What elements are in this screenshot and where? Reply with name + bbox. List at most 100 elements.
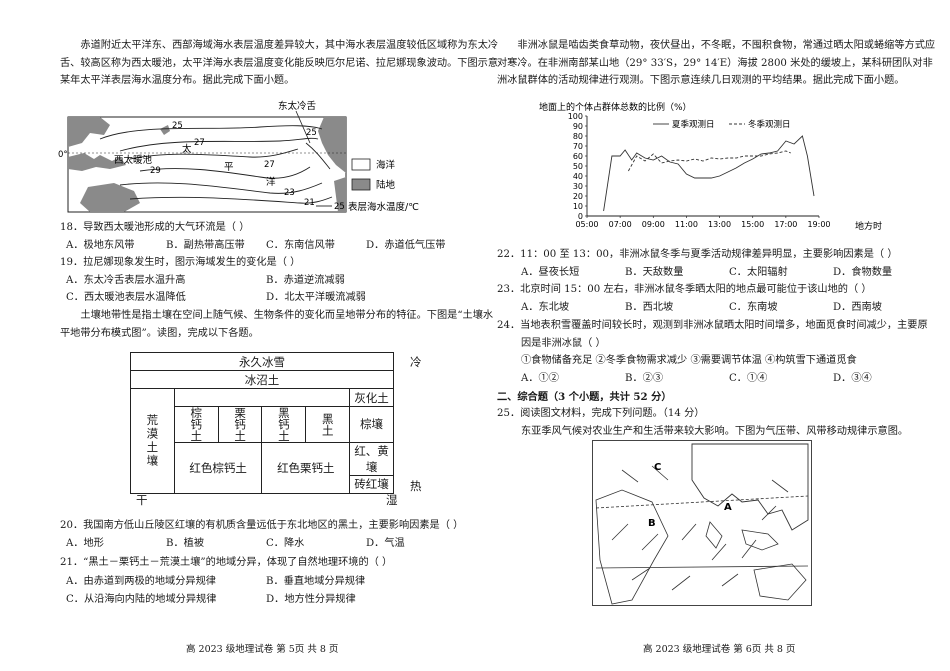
q20-option-d[interactable]: D．气温 [366,538,405,549]
map-label-b: B [648,518,656,529]
q23-option-b[interactable]: B．西北坡 [625,302,674,313]
axis-label-dry: 干 [136,493,148,507]
chart-series-summer [603,135,815,212]
question-21-options-row2: C．从沿海向内陆的地域分异规律 D．地方性分异规律 [66,592,466,608]
soil-black: 黑土 [305,406,351,443]
svg-text:0°: 0° [58,150,68,160]
q21-option-d[interactable]: D．地方性分异规律 [266,594,356,605]
page-footer-left: 高 2023 级地理试卷 第 5页 共 8 页 [186,644,339,655]
q22-option-a[interactable]: A．昼夜长短 [521,267,580,278]
intro-paragraph-1: 赤道附近太平洋东、西部海域海水表层温度差异较大，其中海水表层温度较低区域称为东太… [60,40,499,86]
question-24-options: A．①② B．②③ C．①④ D．③④ [521,371,937,387]
q20-option-b[interactable]: B．植被 [166,538,205,549]
q20-option-a[interactable]: A．地形 [66,538,104,549]
q18-option-c[interactable]: C．东南信风带 [266,240,335,251]
legend-land-label: 陆地 [376,179,396,191]
chart-xtick-label: 11:00 [675,220,698,229]
question-18: 18．导致西太暖池形成的大气环流是（ ） [60,222,250,233]
legend-ocean-label: 海洋 [376,159,396,171]
axis-label-hot: 热 [410,479,422,493]
legend-ocean-swatch [351,158,371,171]
chart-xtick-label: 09:00 [642,220,665,229]
soil-desert: 荒漠土壤 [130,388,175,494]
chart-xtick-label: 17:00 [774,220,797,229]
legend-land-swatch [351,178,371,191]
chart-ytick-label: 50 [573,162,583,171]
label-east-cold-tongue: 东太冷舌 [278,100,317,112]
q19-option-c[interactable]: C．西太暖池表层水温降低 [66,292,186,303]
question-25: 25．阅读图文材料，完成下列问题。（14 分） [497,408,705,419]
svg-text:平: 平 [224,162,234,173]
soil-tundra: 冰沼土 [130,370,394,389]
question-23: 23．北京时间 15：00 左右，非洲冰鼠冬季晒太阳的地点最可能位于该山地的（ … [497,284,872,295]
chart-series-winter [628,150,791,172]
ice-rat-activity-chart: 地面上的个体占群体总数的比例（%） 0102030405060708090100… [539,101,882,232]
question-24-line1: 24．当地表积雪覆盖时间较长时，观测到非洲冰鼠晒太阳时间增多，地面觅食时间减少，… [497,320,928,331]
intro-paragraph-2: 土壤地带性是指土壤在空间上随气候、生物条件的变化而呈地带分布的特征。下图是“土壤… [60,310,494,339]
soil-brown-calcic: 棕钙土 [173,406,219,443]
q19-option-a[interactable]: A．东太冷舌表层水温升高 [66,275,186,286]
chart-ytick-label: 30 [573,182,583,191]
question-23-options: A．东北坡 B．西北坡 C．东南坡 D．西南坡 [521,300,937,316]
chart-ytick-label: 90 [573,122,583,131]
q19-option-b[interactable]: B．赤道逆流减弱 [266,275,345,286]
pressure-wind-belt-map: C A B [592,440,812,606]
q24-option-c[interactable]: C．①④ [729,373,768,384]
q18-option-a[interactable]: A．极地东风带 [66,240,135,251]
q23-option-c[interactable]: C．东南坡 [729,302,778,313]
svg-text:23: 23 [284,188,295,198]
q19-option-d[interactable]: D．北太平洋暖流减弱 [266,292,366,303]
question-19-options-row1: A．东太冷舌表层水温升高 B．赤道逆流减弱 [66,273,466,289]
chart-legend-label: 冬季观测日 [748,119,791,130]
legend-isotherm-label: 表层海水温度/℃ [348,201,419,213]
question-20: 20．我国南方低山丘陵区红壤的有机质含量远低于东北地区的黑土，主要影响因素是（ … [60,520,464,531]
svg-text:21: 21 [304,198,315,208]
page-footer-right: 高 2023 级地理试卷 第 6页 共 8 页 [643,644,796,655]
soil-chestnut: 栗钙土 [217,406,263,443]
soil-black-calcic: 黑钙土 [261,406,307,443]
q22-option-b[interactable]: B．天敌数量 [625,267,684,278]
svg-text:29: 29 [150,166,161,176]
question-24-line2: 因是非洲冰鼠（ ） [521,338,606,349]
chart-ytick-label: 40 [573,172,583,181]
left-page: 赤道附近太平洋东、西部海域海水表层温度差异较大，其中海水表层温度较低区域称为东太… [58,0,500,671]
q18-option-b[interactable]: B．副热带高压带 [166,240,245,251]
q22-option-d[interactable]: D．食物数量 [833,267,893,278]
q24-option-b[interactable]: B．②③ [625,373,664,384]
question-24-items: ①食物储备充足 ②冬季食物需求减少 ③需要调节体温 ④构筑雪下通道觅食 [521,355,857,366]
q23-option-d[interactable]: D．西南坡 [833,302,882,313]
question-21: 21．“黑土－栗钙土－荒漠土壤”的地域分异，体现了自然地理环境的（ ） [60,557,393,568]
soil-brown-earth: 棕壤 [349,406,394,443]
axis-label-cold: 冷 [410,355,422,369]
chart-ytick-label: 60 [573,152,583,161]
chart-ylabel: 地面上的个体占群体总数的比例（%） [539,101,692,113]
q23-option-a[interactable]: A．东北坡 [521,302,570,313]
soil-grey-forest: 灰化土 [349,388,394,407]
chart-xlabel: 地方时 [855,220,882,232]
chart-xtick-label: 07:00 [609,220,632,229]
question-19-options-row2: C．西太暖池表层水温降低 D．北太平洋暖流减弱 [66,290,466,306]
chart-ytick-label: 100 [568,112,583,121]
svg-text:25: 25 [172,121,183,131]
pacific-sst-map: 东太冷舌 西太暖池 太 平 洋 0° 25 27 25 29 27 23 21 … [58,100,419,213]
label-west-warm-pool: 西太暖池 [114,154,153,166]
chart-xtick-label: 05:00 [575,220,598,229]
q21-option-b[interactable]: B．垂直地域分异规律 [266,576,366,587]
soil-red-yellow: 红、黄壤 [349,441,394,476]
q24-option-d[interactable]: D．③④ [833,373,872,384]
svg-text:27: 27 [264,160,275,170]
q21-option-c[interactable]: C．从沿海向内陆的地域分异规律 [66,594,217,605]
question-22-options: A．昼夜长短 B．天敌数量 C．太阳辐射 D．食物数量 [521,265,937,281]
right-page: 非洲冰鼠是啮齿类食草动物，夜伏昼出，不冬眠，不囤积食物，常通过晒太阳或蜷缩等方式… [497,0,937,671]
chart-ytick-label: 70 [573,142,583,151]
soil-red-chestnut-calcic: 红色栗钙土 [261,441,351,494]
map-label-a: A [724,502,732,513]
chart-xtick-label: 15:00 [741,220,764,229]
q21-option-a[interactable]: A．由赤道到两极的地域分异规律 [66,576,216,587]
q18-option-d[interactable]: D．赤道低气压带 [366,240,446,251]
q24-option-a[interactable]: A．①② [521,373,559,384]
q20-option-c[interactable]: C．降水 [266,538,305,549]
question-20-options: A．地形 B．植被 C．降水 D．气温 [66,536,466,552]
soil-red-brown-calcic: 红色棕钙土 [173,441,263,494]
q22-option-c[interactable]: C．太阳辐射 [729,267,788,278]
